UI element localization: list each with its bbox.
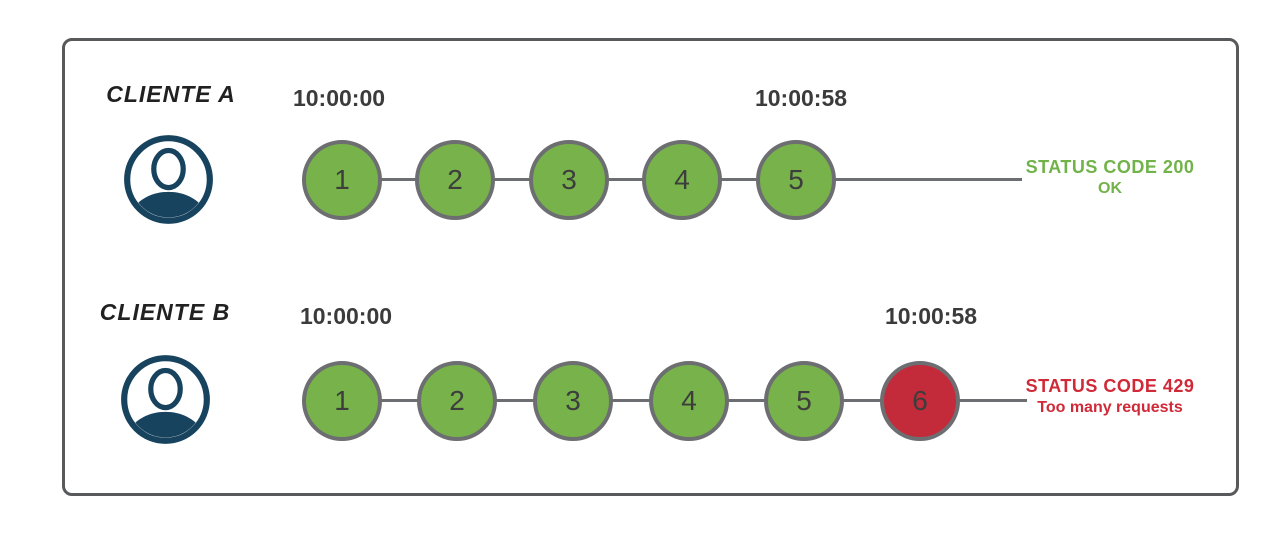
request-node: 5	[764, 361, 844, 441]
request-number: 2	[447, 164, 463, 195]
request-number: 6	[912, 385, 928, 416]
request-node: 3	[533, 361, 613, 441]
diagram-frame	[62, 38, 1239, 496]
timestamp-end-a: 10:00:58	[754, 85, 848, 111]
status-code-a: STATUS CODE 200	[1025, 157, 1195, 177]
person-icon	[118, 352, 213, 447]
client-b-label: CLIENTE B	[99, 299, 231, 325]
request-number: 5	[788, 164, 804, 195]
request-number: 3	[565, 385, 581, 416]
client-a-label: CLIENTE A	[106, 81, 236, 107]
request-number: 5	[796, 385, 812, 416]
request-number: 4	[674, 164, 690, 195]
status-message-a: OK	[1098, 180, 1122, 197]
status-message-b: Too many requests	[1037, 399, 1183, 416]
request-number: 1	[334, 164, 350, 195]
request-node: 5	[756, 140, 836, 220]
request-node: 3	[529, 140, 609, 220]
request-node: 1	[302, 140, 382, 220]
timestamp-start-a: 10:00:00	[292, 85, 386, 111]
request-node-blocked: 6	[880, 361, 960, 441]
timestamp-start-b: 10:00:00	[299, 303, 393, 329]
status-text-b: STATUS CODE 429 Too many requests	[1020, 375, 1200, 419]
request-node: 1	[302, 361, 382, 441]
request-node: 4	[649, 361, 729, 441]
request-number: 2	[449, 385, 465, 416]
request-node: 4	[642, 140, 722, 220]
request-number: 3	[561, 164, 577, 195]
request-number: 1	[334, 385, 350, 416]
request-number: 4	[681, 385, 697, 416]
status-text-a: STATUS CODE 200 OK	[1020, 156, 1200, 200]
timestamp-end-b: 10:00:58	[884, 303, 978, 329]
request-node: 2	[415, 140, 495, 220]
status-code-b: STATUS CODE 429	[1025, 376, 1195, 396]
request-node: 2	[417, 361, 497, 441]
person-icon	[121, 132, 216, 227]
